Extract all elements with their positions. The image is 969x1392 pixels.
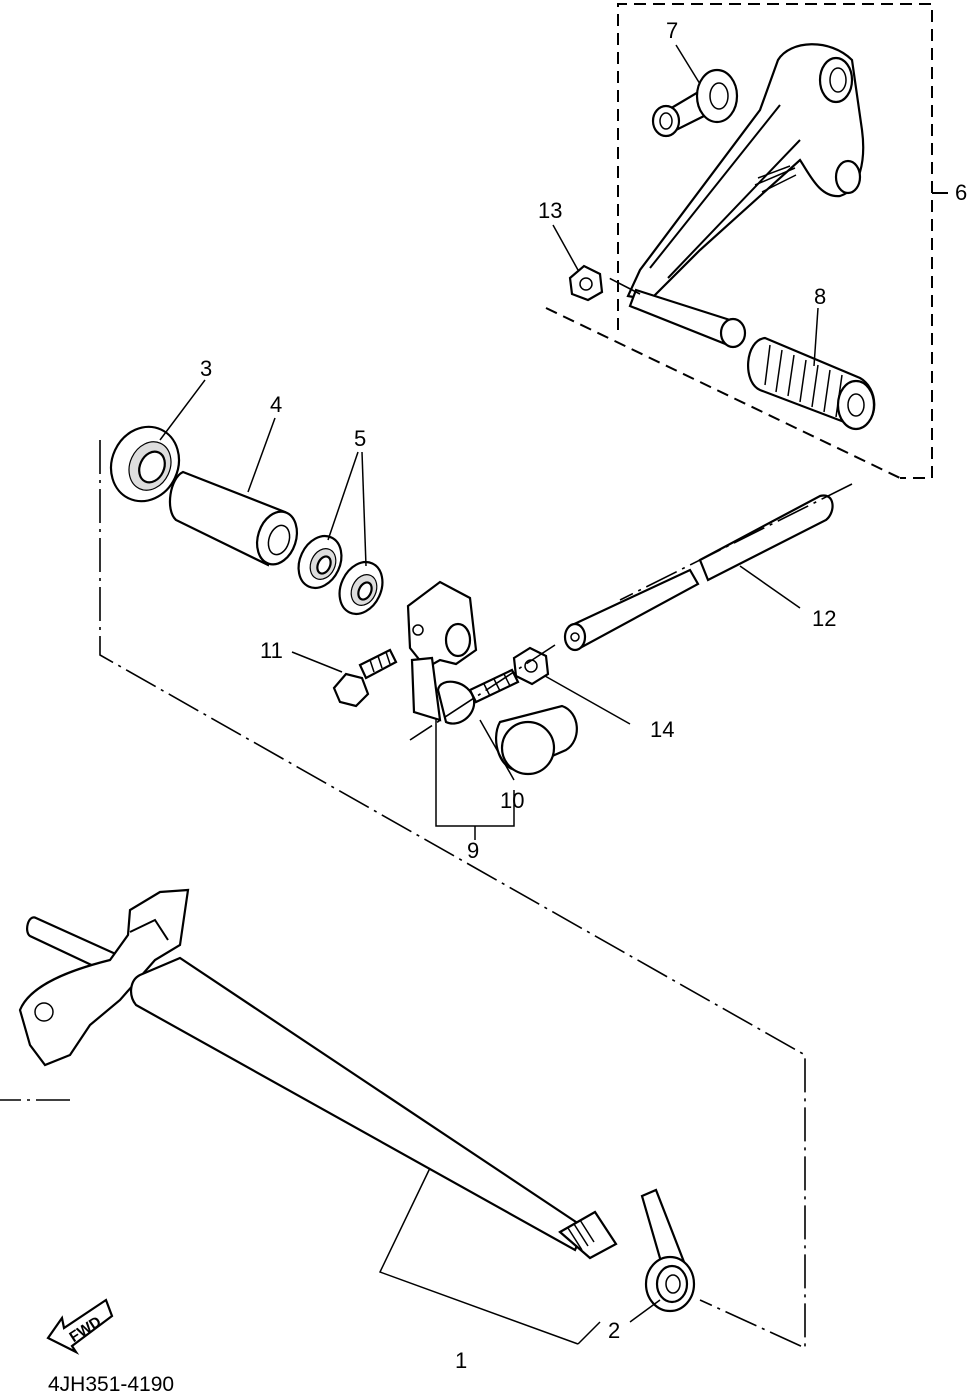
leader-lines bbox=[159, 44, 819, 1345]
callout-1: 1 bbox=[455, 1348, 467, 1373]
shift-shaft-part bbox=[18, 888, 618, 1260]
callout-2: 2 bbox=[608, 1318, 620, 1343]
callout-11: 11 bbox=[260, 638, 283, 663]
callout-5: 5 bbox=[354, 426, 366, 451]
joint-cover-part bbox=[495, 704, 578, 776]
rod-end-eye-part bbox=[651, 68, 739, 138]
oil-seal-part bbox=[109, 425, 181, 503]
callout-7: 7 bbox=[666, 18, 678, 43]
callout-14: 14 bbox=[650, 717, 674, 742]
callout-6: 6 bbox=[955, 180, 967, 205]
shift-pedal-part bbox=[626, 43, 865, 349]
callout-3: 3 bbox=[200, 356, 212, 381]
callout-12: 12 bbox=[812, 606, 836, 631]
nut-part-13 bbox=[568, 264, 604, 302]
alignment-lines bbox=[0, 275, 853, 1350]
callout-9: 9 bbox=[467, 838, 479, 863]
return-spring-part bbox=[640, 1188, 696, 1313]
callout-labels: 1 2 3 4 5 6 7 8 9 10 11 12 13 14 bbox=[200, 18, 967, 1373]
pedal-assembly-dashed-box bbox=[545, 3, 948, 479]
forward-direction-arrow: FWD bbox=[46, 1298, 114, 1355]
bolt-part-11 bbox=[332, 648, 398, 708]
bearing-part-a bbox=[297, 535, 343, 589]
shift-arm-part bbox=[406, 580, 478, 725]
callout-4: 4 bbox=[270, 392, 282, 417]
nut-part-14 bbox=[512, 646, 550, 686]
collar-part bbox=[168, 470, 299, 567]
drawing-code: 4JH351-4190 bbox=[48, 1373, 174, 1392]
footpeg-rubber-part bbox=[747, 336, 876, 431]
shift-rod-part bbox=[563, 494, 834, 652]
bearing-part-b bbox=[338, 561, 384, 615]
callout-10: 10 bbox=[500, 788, 524, 813]
callout-8: 8 bbox=[814, 284, 826, 309]
callout-13: 13 bbox=[538, 198, 562, 223]
